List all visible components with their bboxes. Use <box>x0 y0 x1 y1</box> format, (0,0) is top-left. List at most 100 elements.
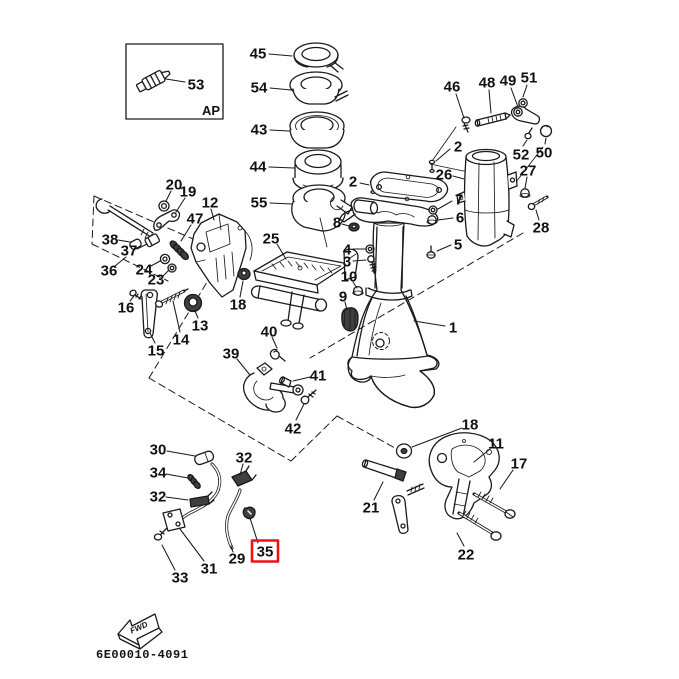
part-label-53[interactable]: 53 <box>188 77 205 94</box>
part-label-40[interactable]: 40 <box>261 324 278 341</box>
part-24-drawing <box>159 253 171 265</box>
part-30-drawing <box>194 450 215 466</box>
part-label-14[interactable]: 14 <box>173 332 190 349</box>
part-label-39[interactable]: 39 <box>223 346 240 363</box>
part-55-drawing <box>291 184 353 248</box>
part-label-33[interactable]: 33 <box>172 570 189 587</box>
part-label-28[interactable]: 28 <box>533 220 550 237</box>
part-label-6[interactable]: 6 <box>456 210 464 227</box>
part-7-drawing <box>428 205 438 215</box>
leader-line-25 <box>276 243 287 260</box>
part-label-27[interactable]: 27 <box>520 163 537 180</box>
leader-line-7 <box>437 200 453 210</box>
part-label-46[interactable]: 46 <box>444 79 461 96</box>
leader-line-32 <box>239 463 244 476</box>
leader-line-55 <box>269 202 293 205</box>
leader-line-53 <box>165 78 186 83</box>
part-label-45[interactable]: 45 <box>250 46 267 63</box>
part-label-19[interactable]: 19 <box>180 184 197 201</box>
leader-line-40 <box>271 336 278 349</box>
part-label-16[interactable]: 16 <box>118 300 135 317</box>
part-8-drawing <box>348 222 360 232</box>
part-label-18[interactable]: 18 <box>462 417 479 434</box>
leader-line-51 <box>522 84 528 98</box>
leader-line-49 <box>510 87 519 108</box>
part-15-drawing <box>140 289 159 339</box>
part-label-17[interactable]: 17 <box>511 456 528 473</box>
part-label-5[interactable]: 5 <box>454 237 462 254</box>
part-label-31[interactable]: 31 <box>201 561 218 578</box>
part-14-drawing <box>154 288 189 308</box>
leader-line-10 <box>352 281 358 289</box>
leader-line-2 <box>359 182 370 186</box>
part-26-drawing <box>456 148 518 247</box>
part-label-2[interactable]: 2 <box>454 139 462 156</box>
part-label-26[interactable]: 26 <box>436 167 453 184</box>
part-label-10[interactable]: 10 <box>341 269 358 286</box>
part-label-21[interactable]: 21 <box>363 500 380 517</box>
part-label-52[interactable]: 52 <box>513 147 530 164</box>
part-17-drawing <box>472 491 516 519</box>
leader-line-16 <box>129 295 135 302</box>
part-label-23[interactable]: 23 <box>148 272 165 289</box>
part-label-7[interactable]: 7 <box>455 192 463 209</box>
leader-line-29 <box>230 545 234 553</box>
part-label-42[interactable]: 42 <box>285 421 302 438</box>
part-label-15[interactable]: 15 <box>148 343 165 360</box>
part-label-25[interactable]: 25 <box>263 231 280 248</box>
part-label-8[interactable]: 8 <box>333 215 341 232</box>
leader-line-26 <box>452 175 465 180</box>
leader-line-37 <box>136 243 148 250</box>
part-label-20[interactable]: 20 <box>166 177 183 194</box>
part-label-43[interactable]: 43 <box>251 122 268 139</box>
part-41-drawing <box>278 376 292 388</box>
part-42-drawing <box>300 389 317 405</box>
part-36-drawing <box>95 198 111 214</box>
part-label-9[interactable]: 9 <box>339 289 347 306</box>
part-label-47[interactable]: 47 <box>187 211 204 228</box>
part-label-4[interactable]: 4 <box>343 242 352 259</box>
part-19-drawing <box>153 209 181 231</box>
part-label-48[interactable]: 48 <box>479 75 496 92</box>
part-label-32[interactable]: 32 <box>150 489 167 506</box>
part-40-drawing <box>269 348 286 362</box>
part-label-13[interactable]: 13 <box>192 318 209 335</box>
part-5-drawing <box>426 245 436 259</box>
part-label-54[interactable]: 54 <box>251 80 268 97</box>
inset-box-label: AP <box>202 103 220 118</box>
part-27-drawing <box>519 188 531 198</box>
part-label-37[interactable]: 37 <box>121 243 138 260</box>
leader-line-44 <box>268 166 295 169</box>
part-label-51[interactable]: 51 <box>521 70 538 87</box>
part-label-34[interactable]: 34 <box>150 465 167 482</box>
part-label-32[interactable]: 32 <box>236 450 253 467</box>
part-label-49[interactable]: 49 <box>500 73 517 90</box>
leader-line-5 <box>436 244 452 252</box>
inset-box: AP <box>125 43 224 120</box>
part-label-24[interactable]: 24 <box>136 262 153 279</box>
part-label-36[interactable]: 36 <box>101 263 118 280</box>
part-label-22[interactable]: 22 <box>458 547 475 564</box>
part-label-3[interactable]: 3 <box>343 254 351 271</box>
leader-line-35 <box>249 517 259 544</box>
part-label-29[interactable]: 29 <box>229 551 246 568</box>
part-label-50[interactable]: 50 <box>536 145 553 162</box>
part-label-1[interactable]: 1 <box>449 320 457 337</box>
part-label-30[interactable]: 30 <box>150 442 167 459</box>
part-label-41[interactable]: 41 <box>310 368 327 385</box>
part-label-12[interactable]: 12 <box>202 195 219 212</box>
leader-line-47 <box>180 224 192 242</box>
part-label-44[interactable]: 44 <box>250 159 267 176</box>
part-6-drawing <box>426 215 438 225</box>
selected-part-highlight-box <box>250 539 280 563</box>
part-label-18[interactable]: 18 <box>230 297 247 314</box>
part-label-11[interactable]: 11 <box>488 436 504 453</box>
part-label-38[interactable]: 38 <box>102 232 119 249</box>
part-label-55[interactable]: 55 <box>251 195 268 212</box>
part-label-35[interactable]: 35 <box>257 544 274 561</box>
leader-line-52 <box>522 139 528 147</box>
part-37-drawing <box>144 233 161 248</box>
part-label-2[interactable]: 2 <box>349 174 357 191</box>
